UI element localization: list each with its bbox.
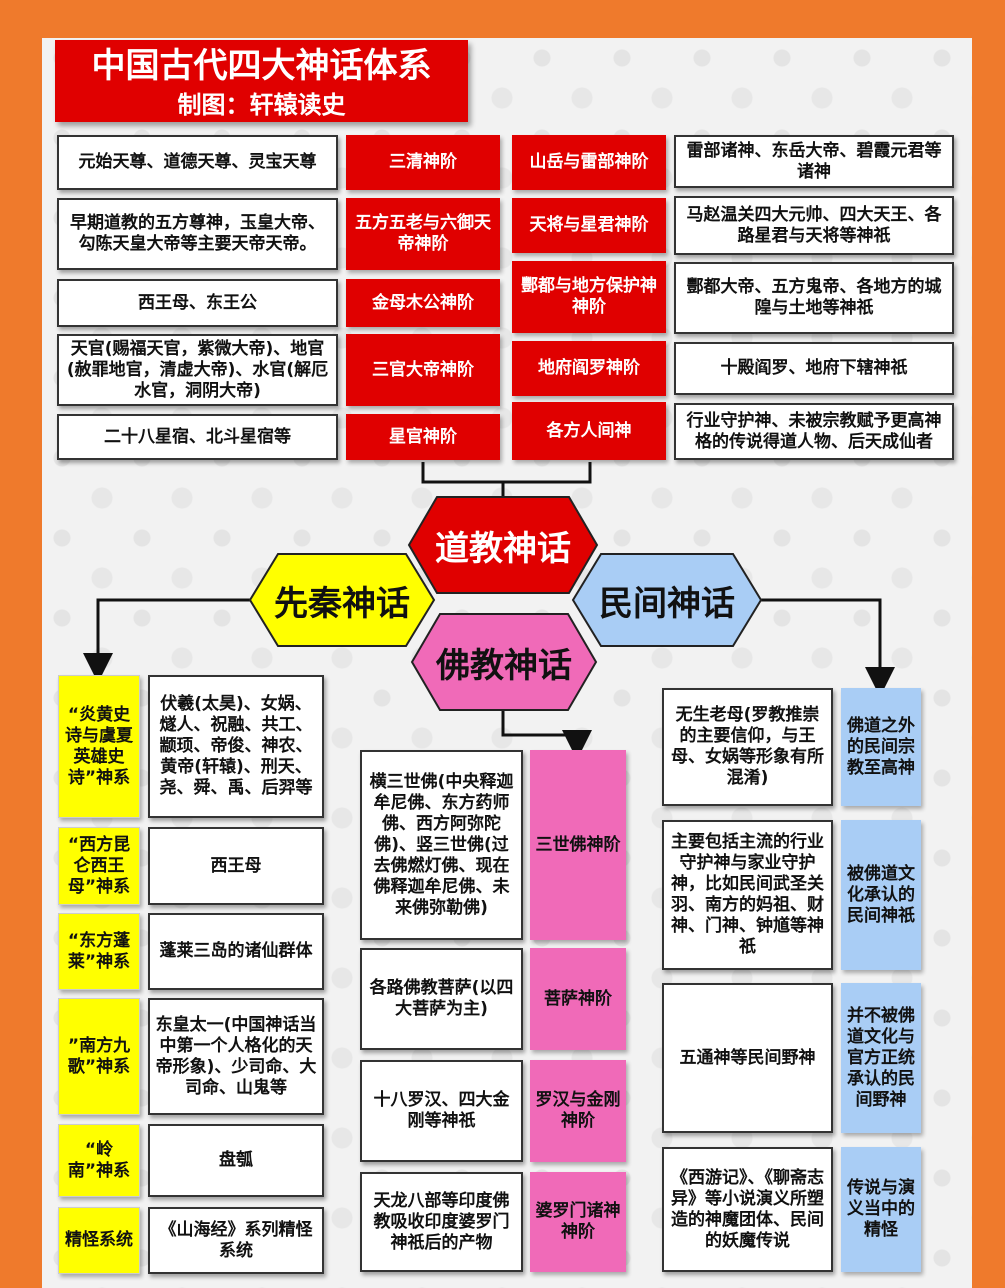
xianqin-desc-4: 东皇太一(中国神话当中第一个人格化的天帝形象)、少司命、大司命、山鬼等 [148, 998, 324, 1115]
buddhist-desc-3: 十八罗汉、四大金刚等神祇 [360, 1060, 523, 1162]
xianqin-desc-1: 伏羲(太昊)、女娲、燧人、祝融、共工、颛顼、帝俊、神农、黄帝(轩辕)、刑天、尧、… [148, 675, 324, 818]
folk-arrow [760, 598, 895, 697]
taoist-right-desc-2: 马赵温关四大元帅、四大天王、各路星君与天将等神祇 [674, 196, 954, 255]
xianqin-system-1: “炎黄史诗与虞夏英雄史诗”神系 [58, 675, 140, 818]
daoism-hub-label: 道教神话 [435, 528, 571, 569]
folk-desc-2: 主要包括主流的行业守护神与家业守护神，比如民间武圣关羽、南方的妈祖、财神、门神、… [662, 820, 833, 970]
daoism-hexagon [407, 496, 599, 594]
xianqin-desc-6: 《山海经》系列精怪系统 [148, 1207, 324, 1274]
folk-category-3: 并不被佛道文化与官方正统承认的民间野神 [841, 983, 921, 1133]
buddhism-hexagon [410, 613, 598, 711]
taoist-right-rank-3: 酆都与地方保护神神阶 [512, 261, 666, 333]
folk-desc-3: 五通神等民间野神 [662, 983, 833, 1133]
taoist-right-rank-4: 地府阎罗神阶 [512, 341, 666, 396]
page-subtitle: 制图：轩辕读史 [177, 91, 346, 119]
buddhist-desc-2: 各路佛教菩萨(以四大菩萨为主) [360, 948, 523, 1050]
folk-category-2: 被佛道文化承认的民间神祇 [841, 820, 921, 970]
xianqin-desc-5: 盘瓠 [148, 1124, 324, 1197]
folk-desc-1: 无生老母(罗教推崇的主要信仰，与王母、女娲等形象有所混淆) [662, 688, 833, 806]
taoist-right-desc-4: 十殿阎罗、地府下辖神祇 [674, 342, 954, 395]
taoist-left-rank-4: 三官大帝神阶 [346, 334, 500, 406]
taoist-right-desc-3: 酆都大帝、五方鬼帝、各地方的城隍与土地等神祇 [674, 262, 954, 334]
buddhist-rank-4: 婆罗门诸神神阶 [530, 1172, 626, 1272]
title-block: 中国古代四大神话体系 制图：轩辕读史 [55, 40, 468, 122]
buddhist-rank-2: 菩萨神阶 [530, 948, 626, 1050]
taoist-right-rank-1: 山岳与雷部神阶 [512, 135, 666, 190]
folk-category-4: 传说与演义当中的精怪 [841, 1147, 921, 1272]
taoist-left-rank-3: 金母木公神阶 [346, 279, 500, 327]
xianqin-hub-label: 先秦神话 [274, 583, 410, 624]
taoist-left-desc-2: 早期道教的五方尊神，玉皇大帝、勾陈天皇大帝等主要天帝天帝。 [57, 198, 338, 270]
xianqin-system-3: “东方蓬莱”神系 [58, 913, 140, 990]
folk-hexagon [571, 553, 763, 647]
buddhist-rank-3: 罗汉与金刚神阶 [530, 1060, 626, 1162]
taoist-right-rank-2: 天将与星君神阶 [512, 198, 666, 253]
taoist-right-rank-5: 各方人间神 [512, 402, 666, 460]
xianqin-arrow [83, 598, 252, 683]
xianqin-system-2: “西方昆仑西王母”神系 [58, 827, 140, 905]
buddhist-desc-1: 横三世佛(中央释迦牟尼佛、东方药师佛、西方阿弥陀佛)、竖三世佛(过去佛燃灯佛、现… [360, 750, 523, 940]
taoist-left-desc-5: 二十八星宿、北斗星宿等 [57, 414, 338, 460]
taoist-left-rank-1: 三清神阶 [346, 135, 500, 190]
folk-category-1: 佛道之外的民间宗教至高神 [841, 688, 921, 806]
buddhist-desc-4: 天龙八部等印度佛教吸收印度婆罗门神祇后的产物 [360, 1172, 523, 1272]
xianqin-desc-2: 西王母 [148, 827, 324, 905]
taoist-connector [421, 462, 592, 496]
xianqin-system-5: “岭南”神系 [58, 1124, 140, 1197]
taoist-left-rank-5: 星官神阶 [346, 414, 500, 460]
page-title: 中国古代四大神话体系 [91, 46, 432, 86]
xianqin-system-6: 精怪系统 [58, 1207, 140, 1274]
taoist-left-rank-2: 五方五老与六御天帝神阶 [346, 198, 500, 270]
taoist-left-desc-4: 天官(赐福天官，紫微大帝)、地官(赦罪地官，清虚大帝)、水官(解厄水官，洞阴大帝… [57, 334, 338, 406]
buddhist-rank-1: 三世佛神阶 [530, 750, 626, 940]
taoist-right-desc-5: 行业守护神、未被宗教赋予更高神格的传说得道人物、后天成仙者 [674, 403, 954, 460]
folk-hub-label: 民间神话 [599, 583, 735, 624]
xianqin-desc-3: 蓬莱三岛的诸仙群体 [148, 913, 324, 990]
buddhism-arrow [501, 710, 592, 760]
xianqin-hexagon [248, 553, 436, 647]
taoist-right-desc-1: 雷部诸神、东岳大帝、碧霞元君等诸神 [674, 135, 954, 188]
folk-desc-4: 《西游记》、《聊斋志异》等小说演义所塑造的神魔团体、民间的妖魔传说 [662, 1147, 833, 1272]
taoist-left-desc-3: 西王母、东王公 [57, 279, 338, 327]
buddhism-hub-label: 佛教神话 [436, 645, 572, 686]
taoist-left-desc-1: 元始天尊、道德天尊、灵宝天尊 [57, 135, 338, 190]
xianqin-system-4: ”南方九歌”神系 [58, 998, 140, 1115]
